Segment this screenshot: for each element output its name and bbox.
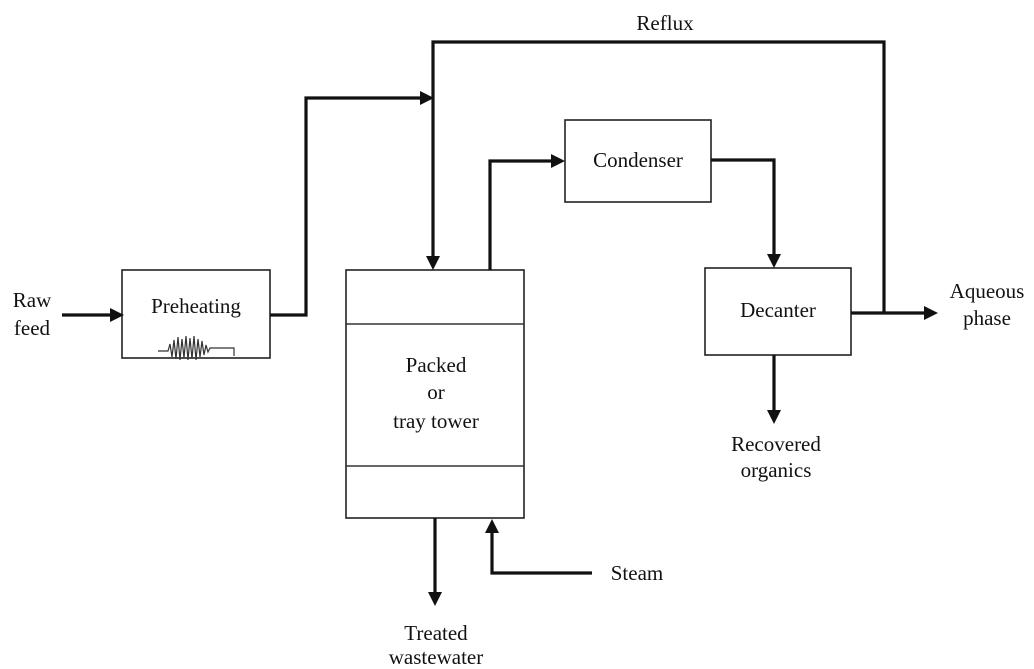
condenser-unit: Condenser: [564, 119, 712, 203]
preheating-unit: Preheating: [121, 269, 271, 361]
aqueous-phase-arrowhead: [924, 306, 938, 320]
recovered-organics-arrowhead: [767, 410, 781, 424]
steam-label: Steam: [611, 561, 664, 585]
steam-arrowhead: [485, 519, 499, 533]
recovered-organics-label-line-2: organics: [741, 458, 812, 482]
condenser-box: [564, 119, 712, 203]
vapor-line: [488, 159, 552, 270]
tower-label-line-3: tray tower: [393, 409, 479, 433]
preheated-feed-line: [270, 96, 423, 317]
reflux-line: [431, 40, 886, 313]
treated-wastewater-label-line-1: Treated: [404, 621, 468, 645]
condensate-arrowhead: [767, 254, 781, 268]
raw-feed-arrowhead: [110, 308, 124, 322]
reflux-arrowhead: [426, 256, 440, 270]
condensate-line: [711, 158, 776, 256]
steam-line: [490, 532, 592, 575]
raw-feed-label-line-1: Raw: [13, 288, 52, 312]
tower-unit: Packed or tray tower: [345, 269, 525, 519]
heating-coil-icon: [158, 335, 235, 361]
raw-feed-label-line-2: feed: [14, 316, 51, 340]
reflux-label: Reflux: [636, 11, 694, 35]
tower-label-line-2: or: [427, 380, 445, 404]
decanter-box: [704, 267, 852, 356]
decanter-unit: Decanter: [704, 267, 852, 356]
preheated-feed-arrowhead: [420, 91, 434, 105]
preheating-box: [121, 269, 271, 359]
decanter-label: Decanter: [740, 298, 816, 322]
treated-wastewater-arrowhead: [428, 592, 442, 606]
treated-wastewater-label-line-2: wastewater: [389, 645, 483, 669]
preheating-label: Preheating: [151, 294, 241, 318]
aqueous-phase-label-line-2: phase: [963, 306, 1011, 330]
recovered-organics-label-line-1: Recovered: [731, 432, 821, 456]
tower-label-line-1: Packed: [406, 353, 467, 377]
tower-box: [345, 269, 525, 519]
aqueous-phase-label-line-1: Aqueous: [950, 279, 1025, 303]
vapor-arrowhead: [551, 154, 565, 168]
condenser-label: Condenser: [593, 148, 683, 172]
